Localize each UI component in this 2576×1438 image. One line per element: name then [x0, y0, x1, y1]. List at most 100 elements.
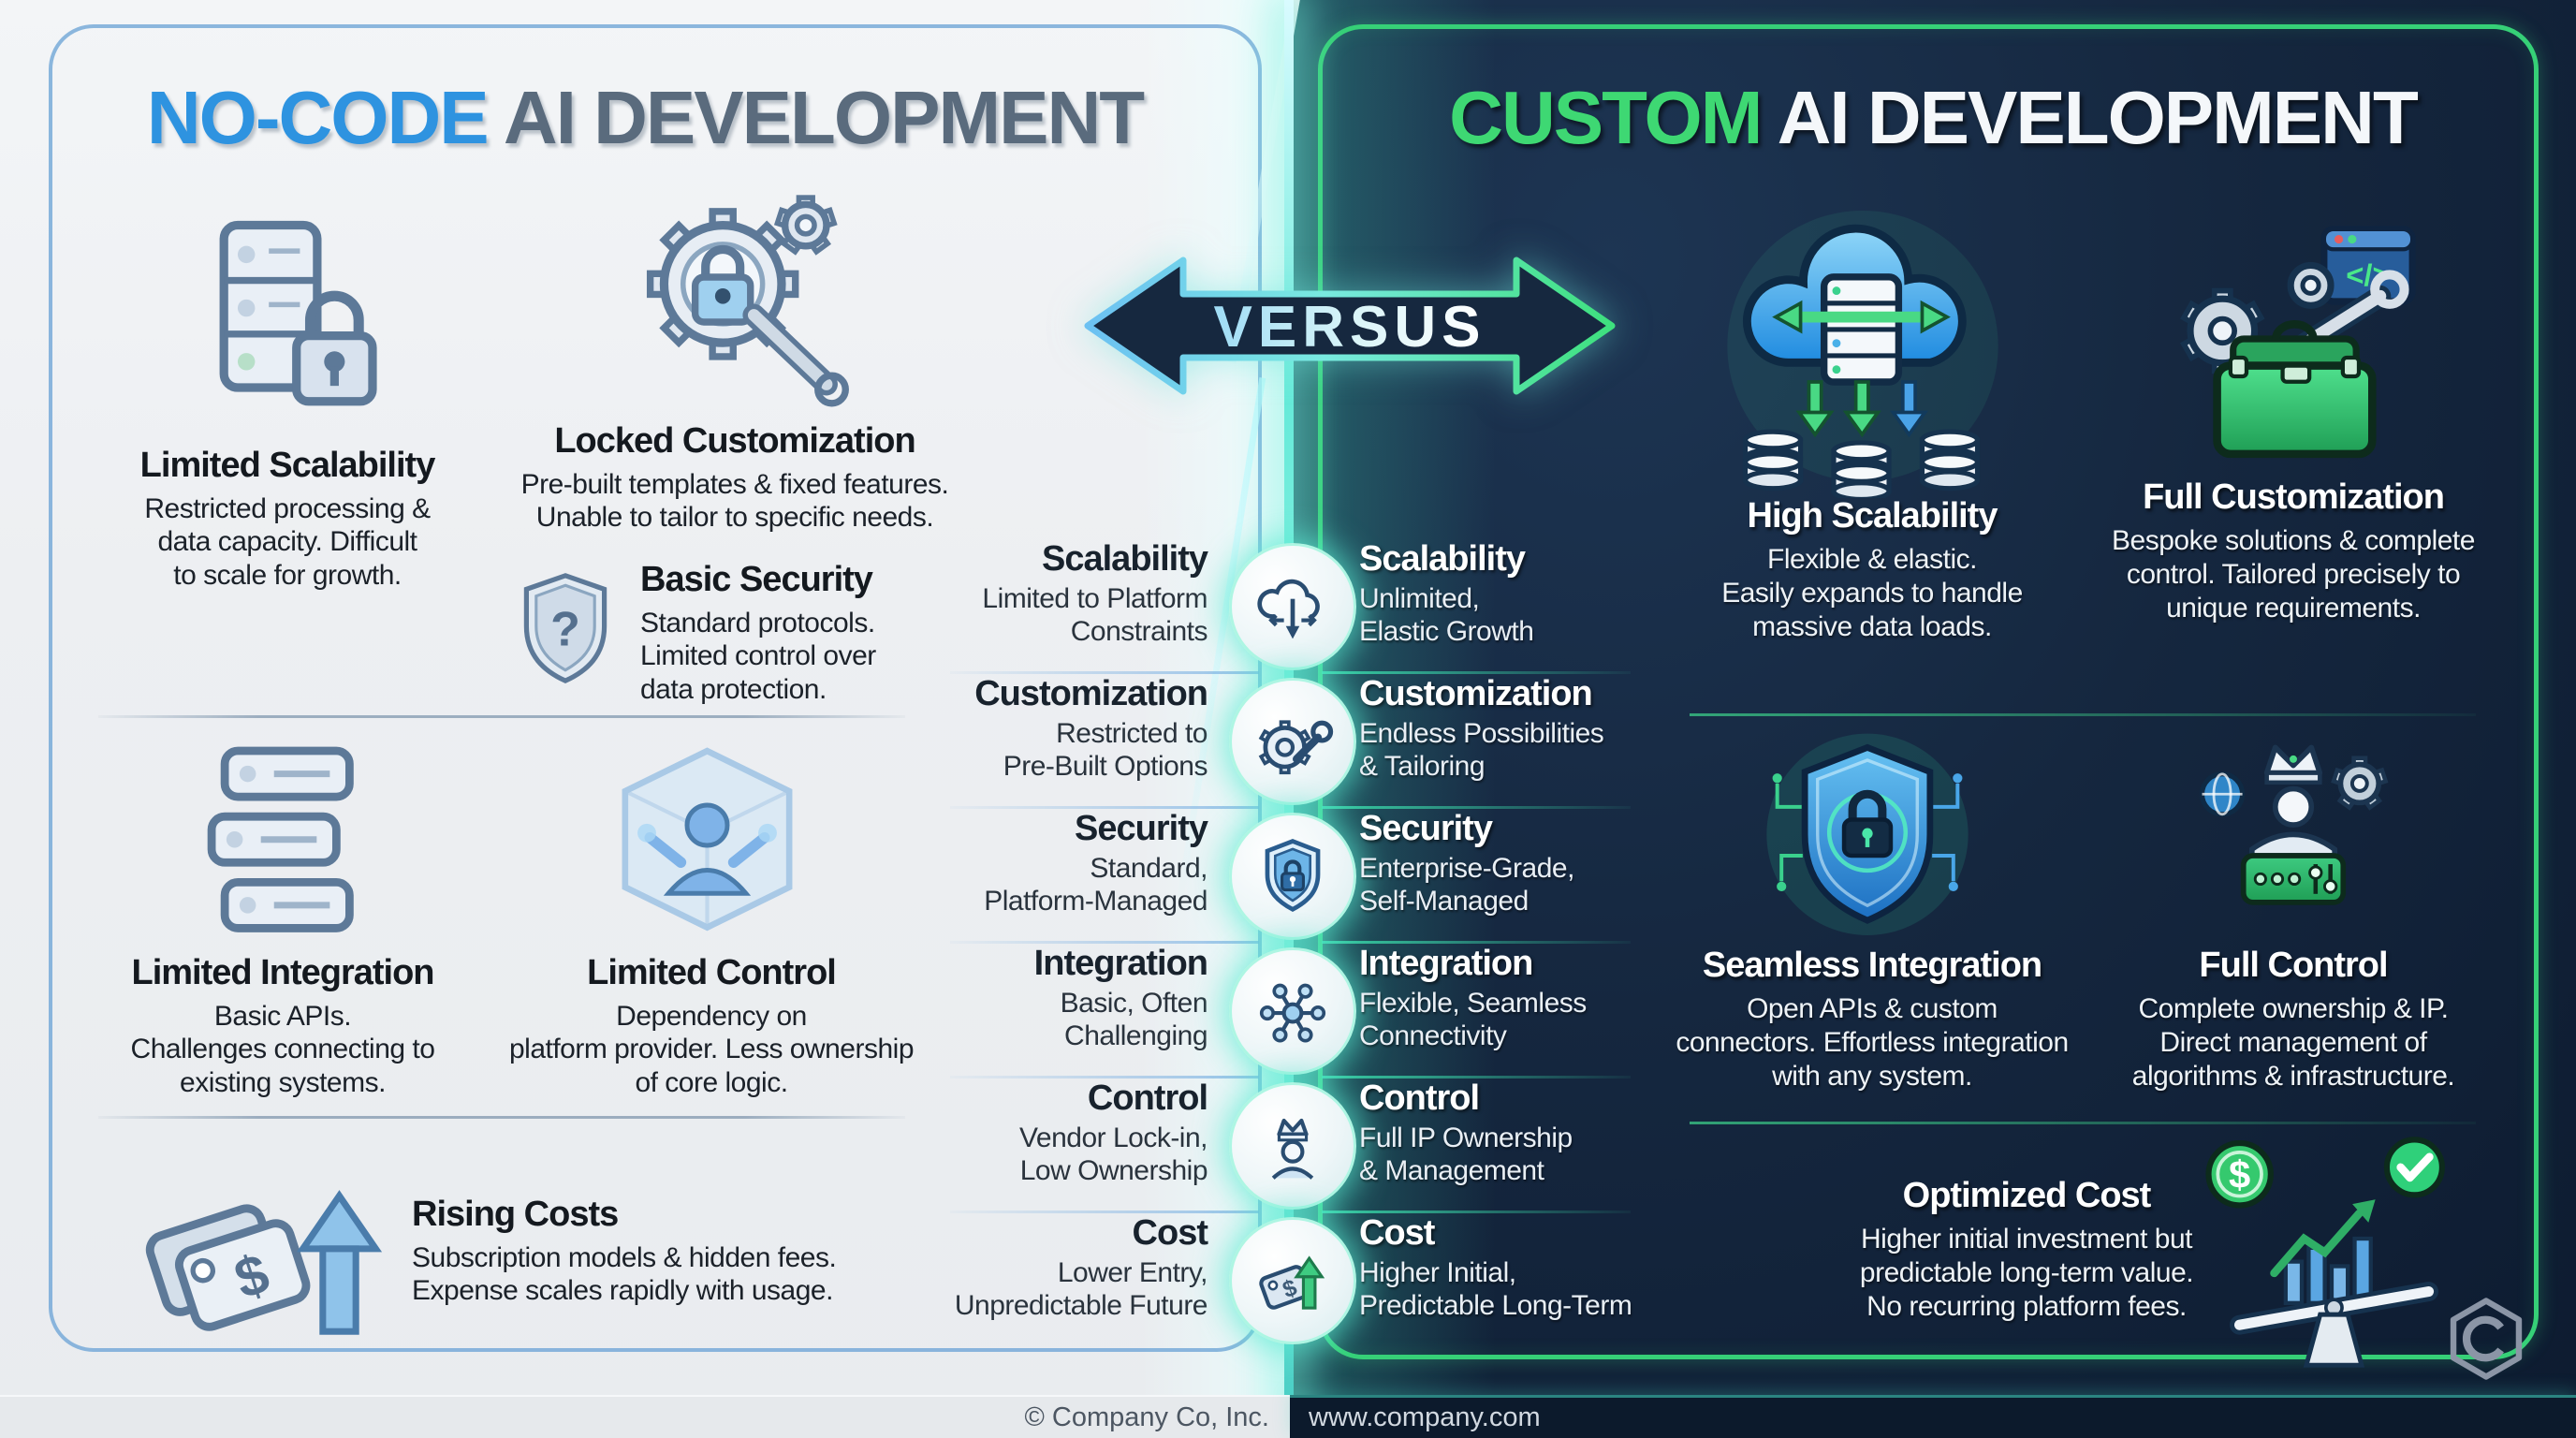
cmp-row-customization-left: Customization Restricted to Pre-Built Op… — [927, 674, 1208, 783]
versus-label: VERSUS — [1214, 295, 1486, 360]
gear-lock-wrench-icon — [646, 195, 849, 407]
person-crown-badge — [1229, 1082, 1356, 1210]
shield-lock-icon — [1265, 839, 1321, 913]
cmp-title: Control — [1087, 1078, 1208, 1118]
network-hub-icon — [1259, 983, 1326, 1043]
optimized-cost-block: Optimized Cost Higher initial investment… — [1793, 1176, 2261, 1324]
network-hub-badge — [1229, 947, 1356, 1075]
cloud-scaling-icon — [1257, 579, 1320, 639]
cmp-title: Security — [1075, 809, 1208, 848]
cmp-row-control-right: Control Full IP Ownership & Management — [1359, 1078, 1649, 1187]
comparison-divider — [1322, 1211, 1631, 1213]
cmp-row-security-left: Security Standard, Platform-Managed — [927, 809, 1208, 917]
feature-desc: Standard protocols. Limited control over… — [640, 607, 876, 705]
hologram-person-icon — [622, 747, 793, 932]
high-scalability-block: High Scalability Flexible & elastic. Eas… — [1666, 496, 2078, 644]
cmp-value: Standard, Platform-Managed — [984, 853, 1208, 917]
feature-desc: Basic APIs. Challenges connecting to exi… — [130, 1000, 435, 1098]
cmp-title: Control — [1359, 1078, 1480, 1118]
left-section-divider-2 — [98, 1116, 905, 1119]
hexagon-c-logo-icon — [2450, 1298, 2523, 1380]
feature-desc: Subscription models & hidden fees. Expen… — [412, 1241, 837, 1307]
cmp-value: Restricted to Pre-Built Options — [1003, 718, 1208, 782]
locked-customization-block: Locked Customization Pre-built templates… — [496, 421, 973, 535]
feature-desc: Flexible & elastic. Easily expands to ha… — [1721, 543, 2023, 642]
cmp-title: Scalability — [1042, 539, 1208, 579]
server-lock-icon — [219, 220, 377, 406]
price-tag-up-icon: $ — [1259, 1255, 1325, 1310]
feature-title: Full Customization — [2143, 477, 2445, 517]
feature-title: Limited Scalability — [139, 446, 436, 485]
feature-title: Limited Control — [587, 953, 837, 992]
comparison-divider — [950, 1211, 1259, 1213]
shield-lock-badge — [1229, 813, 1356, 940]
website-text: www.company.com — [1309, 1402, 1541, 1432]
cmp-title: Customization — [974, 674, 1208, 713]
question-glyph: ? — [550, 603, 580, 657]
copyright-text: © Company Co, Inc. — [1024, 1401, 1269, 1432]
feature-title: Limited Integration — [131, 953, 435, 992]
cmp-value: Limited to Platform Constraints — [982, 583, 1208, 647]
feature-desc: Bespoke solutions & complete control. Ta… — [2112, 524, 2475, 624]
cmp-title: Customization — [1359, 674, 1593, 713]
cmp-value: Lower Entry, Unpredictable Future — [954, 1257, 1208, 1321]
full-customization-block: Full Customization Bespoke solutions & c… — [2083, 477, 2504, 625]
right-section-divider-1 — [1690, 713, 2476, 716]
cmp-row-security-right: Security Enterprise-Grade, Self-Managed — [1359, 809, 1649, 917]
left-section-divider-1 — [98, 715, 905, 718]
price-tags-icon: $ — [145, 1190, 383, 1335]
right-title-rest: AI DEVELOPMENT — [1761, 76, 2419, 159]
comparison-divider — [1322, 941, 1631, 944]
rising-costs-block: Rising Costs Subscription models & hidde… — [412, 1196, 936, 1308]
feature-title: Optimized Cost — [1902, 1176, 2152, 1215]
person-crown-icon — [1271, 1118, 1314, 1180]
left-title-rest: AI DEVELOPMENT — [487, 76, 1145, 159]
feature-desc: Pre-built templates & fixed features. Un… — [520, 468, 949, 534]
comparison-divider — [1322, 671, 1631, 674]
server-stack-icon — [207, 746, 354, 932]
cmp-title: Cost — [1132, 1213, 1208, 1253]
feature-desc: Restricted processing & data capacity. D… — [144, 492, 431, 591]
left-title-highlight: NO-CODE — [146, 76, 490, 159]
cmp-row-integration-left: Integration Basic, Often Challenging — [927, 944, 1208, 1052]
feature-title: High Scalability — [1747, 496, 1998, 536]
comparison-divider — [1322, 806, 1631, 809]
comparison-divider — [1322, 1076, 1631, 1078]
cmp-row-scalability-left: Scalability Limited to Platform Constrai… — [927, 539, 1208, 648]
cost-balance-icon: $ — [2205, 1137, 2445, 1368]
comparison-divider — [950, 941, 1259, 944]
cmp-value: Vendor Lock-in, Low Ownership — [1019, 1123, 1208, 1186]
feature-desc: Complete ownership & IP. Direct manageme… — [2131, 992, 2455, 1092]
feature-title: Rising Costs — [412, 1195, 619, 1234]
cmp-value: Higher Initial, Predictable Long-Term — [1359, 1257, 1632, 1321]
footer-left: © Company Co, Inc. — [0, 1395, 1290, 1438]
cmp-value: Endless Possibilities & Tailoring — [1359, 718, 1604, 782]
gear-wrench-icon — [1258, 720, 1334, 775]
limited-integration-block: Limited Integration Basic APIs. Challeng… — [51, 953, 514, 1099]
versus-arrow: VERSUS — [1084, 257, 1616, 395]
price-tag-up-badge: $ — [1229, 1217, 1356, 1344]
seamless-integration-block: Seamless Integration Open APIs & custom … — [1661, 946, 2083, 1093]
cmp-row-cost-right: Cost Higher Initial, Predictable Long-Te… — [1359, 1213, 1649, 1322]
cmp-value: Unlimited, Elastic Growth — [1359, 583, 1534, 647]
gear-wrench-badge — [1229, 678, 1356, 805]
shield-circuit-icon — [1766, 733, 1969, 935]
feature-title: Basic Security — [640, 560, 873, 599]
comparison-divider — [950, 806, 1259, 809]
cmp-row-customization-right: Customization Endless Possibilities & Ta… — [1359, 674, 1649, 783]
cmp-title: Integration — [1359, 944, 1533, 983]
feature-desc: Dependency on platform provider. Less ow… — [508, 1000, 915, 1098]
right-section-divider-2 — [1690, 1122, 2476, 1124]
right-panel-title: CUSTOM AI DEVELOPMENT — [1290, 75, 2576, 161]
full-control-block: Full Control Complete ownership & IP. Di… — [2083, 946, 2504, 1093]
feature-title: Seamless Integration — [1702, 946, 2042, 985]
limited-scalability-block: Limited Scalability Restricted processin… — [56, 446, 519, 592]
footer-right: www.company.com — [1290, 1395, 2576, 1438]
left-panel-title: NO-CODE AI DEVELOPMENT — [0, 75, 1290, 161]
feature-title: Locked Customization — [554, 421, 915, 461]
toolbox-icon: </> — [2179, 226, 2416, 459]
cmp-value: Full IP Ownership & Management — [1359, 1123, 1573, 1186]
cmp-title: Scalability — [1359, 539, 1526, 579]
cmp-value: Enterprise-Grade, Self-Managed — [1359, 853, 1574, 917]
